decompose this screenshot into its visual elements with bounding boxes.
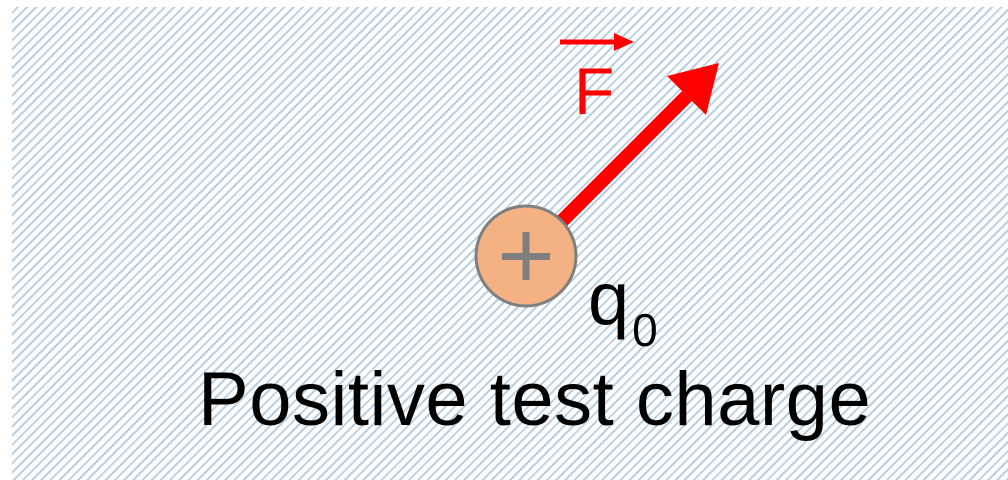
force-label: F <box>574 54 615 128</box>
charge-symbol: q <box>588 257 630 340</box>
caption: Positive test charge <box>198 357 872 442</box>
charge-label: q0 <box>588 262 658 354</box>
charge-subscript: 0 <box>632 304 658 356</box>
force-arrow-icon <box>552 63 719 231</box>
vector-arrow-icon <box>560 33 634 51</box>
positive-charge-icon <box>474 204 578 308</box>
